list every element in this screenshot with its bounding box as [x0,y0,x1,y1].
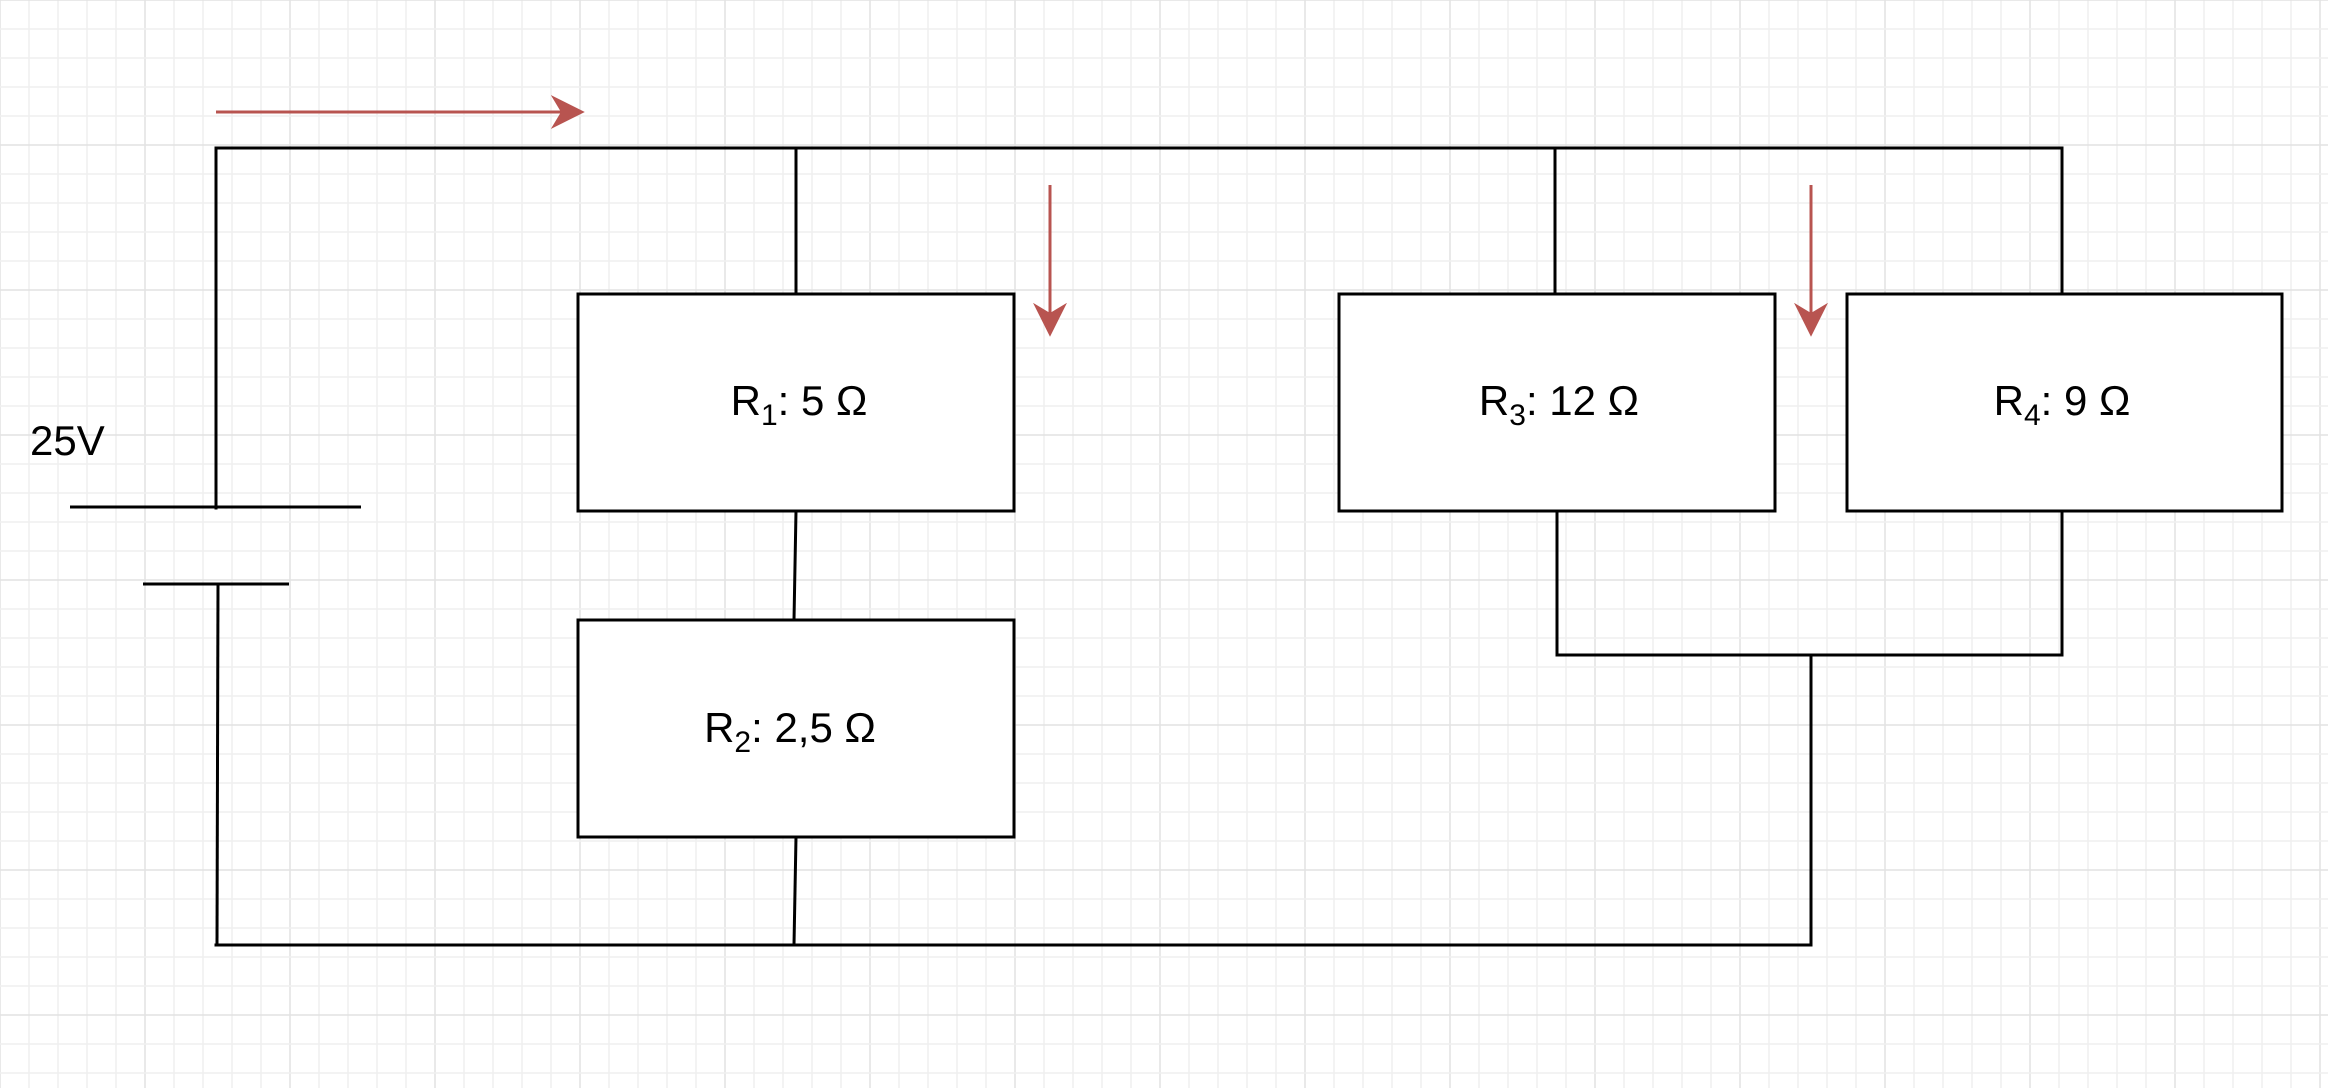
resistor-r3-label: R3: 12 Ω [1479,377,1639,432]
wire-r2-to-bottom [792,835,798,947]
resistor-r1-label: R1: 5 Ω [731,377,868,432]
resistor-r3-body [1337,292,1777,513]
current-arrows [216,95,1828,337]
resistor-r4-label: R4: 9 Ω [1994,377,2131,432]
wires [214,146,2064,947]
resistor-r1-body [576,292,1016,513]
voltage-label: 25V [30,417,105,464]
wire-battery-negative [215,582,220,947]
resistor-r3[interactable]: R3: 12 Ω [1337,292,1777,513]
resistor-r2-body [576,618,1016,839]
resistor-r4-body [1845,292,2284,513]
resistor-r2-label: R2: 2,5 Ω [704,704,876,759]
resistor-r1[interactable]: R1: 5 Ω [576,292,1016,513]
resistor-r4[interactable]: R4: 9 Ω [1845,292,2284,513]
wire-r1-to-r2 [792,509,798,622]
resistor-r2[interactable]: R2: 2,5 Ω [576,618,1016,839]
battery: 25V [30,417,361,586]
